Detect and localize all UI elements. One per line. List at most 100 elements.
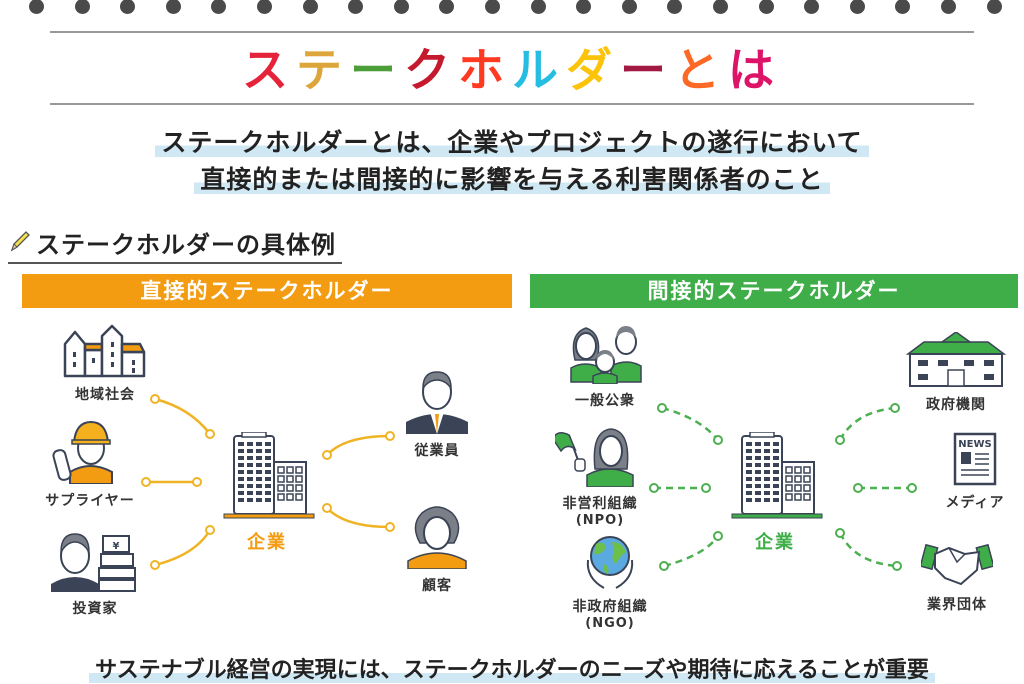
window [764,491,770,495]
company-building-icon [731,431,823,519]
connector-ngo [663,535,720,568]
title-char: ル [512,43,566,97]
window [773,477,779,481]
window [256,442,262,446]
window [265,498,271,502]
window [764,463,770,467]
window [277,475,285,483]
window [256,491,262,495]
window [746,470,752,474]
window [256,477,262,481]
indirect-stakeholders-band: 間接的ステークホルダー [530,274,1018,308]
section-heading-text: ステークホルダーの具体例 [36,231,336,259]
newspaper-headline: NEWS [958,439,991,450]
window [755,456,761,460]
window [773,491,779,495]
node-sublabel: (NPO) [575,513,625,528]
title-char: ー [350,43,404,97]
window [773,484,779,488]
direct-stakeholders-band: 直接的ステークホルダー [22,274,512,308]
dot [29,0,44,14]
window [286,466,294,474]
node-employee: 従業員 [395,368,479,460]
company-building-icon [223,431,315,519]
top-rule [50,31,974,33]
title-char: ダ [566,43,620,97]
node-ngo: 非政府組織 (NGO) [560,534,660,631]
node-sublabel: (NGO) [585,616,635,631]
dot [348,0,364,14]
window [764,449,770,453]
investor-icon: ¥ [51,533,136,592]
window [746,477,752,481]
window [247,456,253,460]
node-label: メディア [945,495,1005,511]
worker-icon [52,420,113,485]
title-char: は [728,43,782,97]
node-direct-company [222,431,316,524]
window [764,456,770,460]
window [746,449,752,453]
node-government: 政府機関 [900,331,1012,414]
window [265,456,271,460]
dot [621,0,637,14]
window [277,493,285,501]
node-label: 地域社会 [75,387,135,403]
window [247,442,253,446]
window [256,449,262,453]
globe-hands-icon [586,536,634,589]
node-npo: 非営利組織 (NPO) [545,425,655,528]
dot [211,0,227,14]
window [247,477,253,481]
title-char: ス [242,43,296,97]
dot [849,0,865,14]
window [265,442,271,446]
window [803,475,811,483]
dot [667,0,683,14]
dot [895,0,911,14]
window [755,463,761,467]
dot [74,0,90,14]
conclusion: サステナブル経営の実現には、ステークホルダーのニーズや期待に応えることが重要 [0,652,1024,684]
node-label: 投資家 [72,601,118,617]
window [247,498,253,502]
window [746,484,752,488]
window [746,491,752,495]
flag-person-icon [552,428,634,488]
handshake-icon [919,543,995,586]
window [794,484,802,492]
window [755,491,761,495]
houses-icon [63,324,146,378]
window [773,498,779,502]
window [265,491,271,495]
window [803,466,811,474]
node-label: 従業員 [414,443,460,459]
dot [439,0,455,14]
window [773,463,779,467]
definition-line-1: ステークホルダーとは、企業やプロジェクトの遂行において [0,123,1024,159]
node-indirect-company [730,431,824,524]
window [794,493,802,501]
window [785,475,793,483]
dot [530,0,546,14]
dot [941,0,956,14]
definition-line-2: 直接的または間接的に影響を与える利害関係者のこと [0,160,1024,196]
window [247,449,253,453]
window [794,466,802,474]
title-char: ホ [458,43,512,97]
window [256,484,262,488]
connector-customer [326,507,391,529]
window [277,466,285,474]
window [746,498,752,502]
window [755,498,761,502]
family-icon [570,326,642,385]
customer-icon [407,506,467,570]
title-char: と [674,43,728,97]
window [295,484,303,492]
window [256,463,262,467]
employee-icon [406,371,468,434]
connector-employee [326,434,391,456]
window [238,463,244,467]
window [803,484,811,492]
window [755,470,761,474]
